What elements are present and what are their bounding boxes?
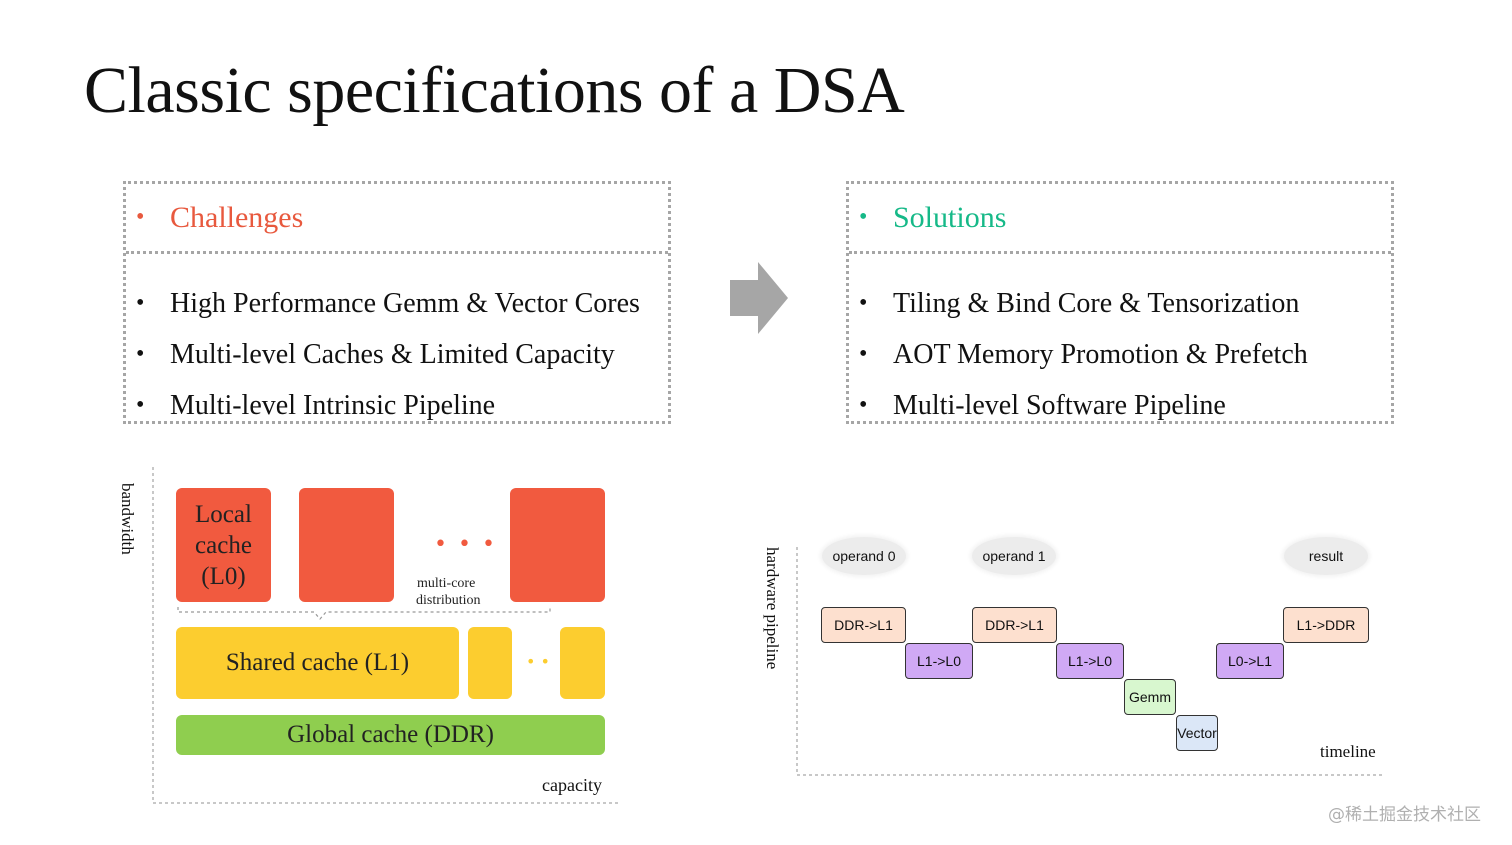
local-cache-block — [299, 488, 394, 602]
result-pill: result — [1284, 537, 1368, 575]
shared-cache-block: Shared cache (L1) — [176, 627, 459, 699]
local-cache-block: Local cache (L0) — [176, 488, 271, 602]
list-item: • High Performance Gemm & Vector Cores — [136, 278, 668, 329]
operand-1-pill: operand 1 — [972, 537, 1056, 575]
solutions-list: • Tiling & Bind Core & Tensorization • A… — [849, 254, 1391, 431]
list-item: • AOT Memory Promotion & Prefetch — [859, 329, 1391, 380]
stage-vector: Vector — [1176, 715, 1218, 751]
solution-item-text: AOT Memory Promotion & Prefetch — [893, 338, 1308, 370]
memory-axes — [152, 467, 620, 804]
list-item: • Multi-level Caches & Limited Capacity — [136, 329, 668, 380]
global-cache-label: Global cache (DDR) — [287, 721, 494, 748]
challenge-item-text: Multi-level Intrinsic Pipeline — [170, 389, 496, 421]
bandwidth-axis-label: bandwidth — [118, 483, 137, 555]
solutions-header: • Solutions — [849, 184, 1391, 254]
bullet-icon: • — [136, 341, 145, 367]
stage-gemm: Gemm — [1124, 679, 1176, 715]
solutions-heading: Solutions — [893, 200, 1007, 234]
right-arrow-icon — [730, 262, 788, 334]
bullet-icon: • — [859, 341, 868, 367]
solution-item-text: Tiling & Bind Core & Tensorization — [893, 287, 1300, 319]
operand-0-pill: operand 0 — [822, 537, 906, 575]
shared-cache-block — [468, 627, 512, 699]
bullet-icon: • — [859, 204, 868, 230]
shared-cache-label: Shared cache (L1) — [225, 649, 410, 676]
solution-item-text: Multi-level Software Pipeline — [893, 389, 1226, 421]
ellipsis-icon: • • — [526, 652, 550, 671]
ellipsis-icon: • • • — [434, 532, 497, 557]
list-item: • Multi-level Software Pipeline — [859, 380, 1391, 431]
pipeline-axes — [796, 547, 1385, 776]
bullet-icon: • — [136, 290, 145, 316]
local-cache-line: Local — [195, 500, 252, 528]
stage-l0-to-l1: L0->L1 — [1216, 643, 1284, 679]
challenges-header: • Challenges — [126, 184, 668, 254]
stage-l1-to-l0: L1->L0 — [905, 643, 973, 679]
challenge-item-text: Multi-level Caches & Limited Capacity — [170, 338, 615, 370]
local-cache-block — [510, 488, 605, 602]
multicore-line: distribution — [416, 593, 481, 608]
challenges-panel: • Challenges • High Performance Gemm & V… — [123, 181, 671, 424]
local-cache-line: (L0) — [201, 562, 246, 590]
local-cache-line: cache — [195, 531, 252, 559]
stage-l1-to-ddr: L1->DDR — [1283, 607, 1369, 643]
solutions-panel: • Solutions • Tiling & Bind Core & Tenso… — [846, 181, 1394, 424]
multicore-line: multi-core — [417, 576, 476, 591]
hardware-pipeline-axis-label: hardware pipeline — [763, 547, 782, 670]
bullet-icon: • — [136, 392, 145, 418]
challenge-item-text: High Performance Gemm & Vector Cores — [170, 287, 640, 319]
multicore-distribution-label: multi-core distribution — [416, 575, 481, 609]
challenges-heading: Challenges — [170, 200, 304, 234]
stage-ddr-to-l1: DDR->L1 — [821, 607, 906, 643]
stage-l1-to-l0: L1->L0 — [1056, 643, 1124, 679]
timeline-axis-label: timeline — [1320, 742, 1376, 761]
challenges-list: • High Performance Gemm & Vector Cores •… — [126, 254, 668, 431]
bullet-icon: • — [859, 290, 868, 316]
stage-ddr-to-l1: DDR->L1 — [972, 607, 1057, 643]
global-cache-block: Global cache (DDR) — [176, 715, 605, 755]
bullet-icon: • — [859, 392, 868, 418]
watermark: @稀土掘金技术社区 — [1328, 805, 1481, 825]
capacity-axis-label: capacity — [542, 775, 602, 795]
list-item: • Tiling & Bind Core & Tensorization — [859, 278, 1391, 329]
page-title: Classic specifications of a DSA — [84, 54, 905, 127]
shared-cache-block — [560, 627, 605, 699]
bullet-icon: • — [136, 204, 145, 230]
list-item: • Multi-level Intrinsic Pipeline — [136, 380, 668, 431]
